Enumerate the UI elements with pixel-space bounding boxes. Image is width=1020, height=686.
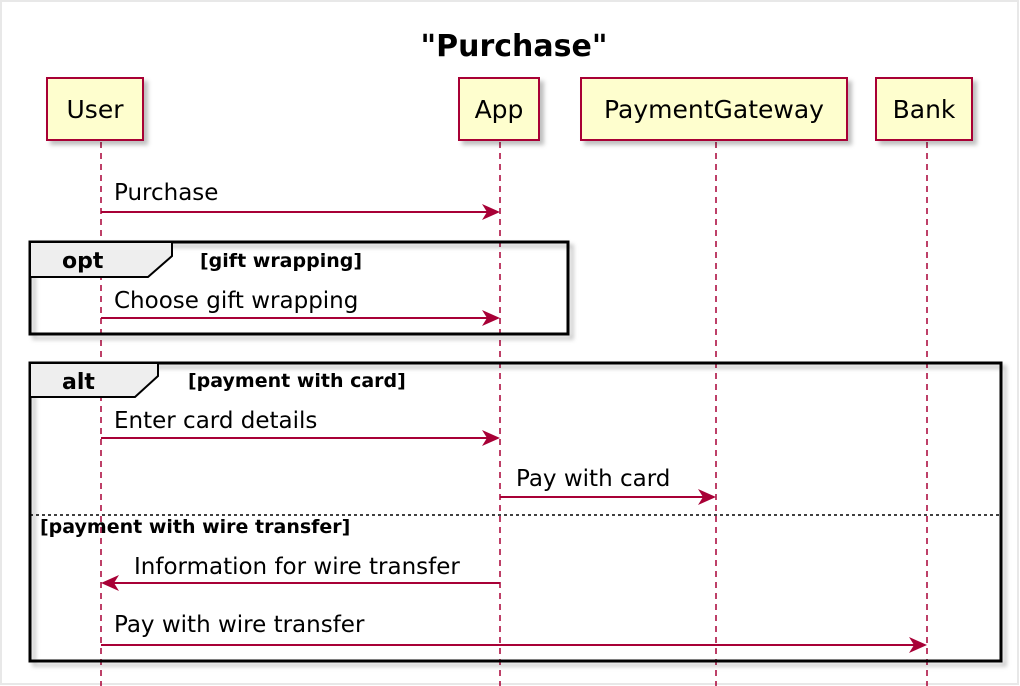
message-pay-with-card-label: Pay with card	[516, 466, 670, 492]
message-choose-gift-wrapping: Choose gift wrapping	[101, 288, 500, 326]
opt-kind-label: opt	[62, 249, 104, 274]
message-choose-gift-wrapping-label: Choose gift wrapping	[114, 288, 358, 314]
opt-fragment: opt [gift wrapping]	[28, 240, 570, 336]
participant-paymentgateway[interactable]: PaymentGateway	[580, 77, 848, 141]
alt-kind-label: alt	[62, 370, 95, 395]
participant-bank-label: Bank	[893, 95, 956, 124]
message-pay-with-wire-transfer: Pay with wire transfer	[101, 612, 927, 653]
message-enter-card-details-label: Enter card details	[114, 408, 317, 434]
participant-app[interactable]: App	[458, 77, 540, 141]
opt-condition: [gift wrapping]	[200, 250, 362, 272]
message-purchase: Purchase	[101, 180, 500, 220]
alt-else-condition: [payment with wire transfer]	[40, 516, 350, 538]
alt-fragment: alt [payment with card] [payment with wi…	[28, 361, 1003, 663]
participant-paymentgateway-label: PaymentGateway	[604, 95, 824, 124]
message-enter-card-details: Enter card details	[101, 408, 500, 446]
diagram-title: "Purchase"	[421, 29, 608, 64]
participant-user[interactable]: User	[46, 77, 144, 141]
participant-user-label: User	[67, 95, 125, 124]
message-pay-with-wire-transfer-label: Pay with wire transfer	[114, 612, 365, 638]
message-pay-with-card: Pay with card	[500, 466, 716, 505]
participant-app-label: App	[475, 95, 524, 124]
message-information-for-wire-transfer-label: Information for wire transfer	[134, 554, 460, 580]
lifelines	[100, 142, 928, 686]
alt-tab	[29, 362, 159, 398]
message-information-for-wire-transfer: Information for wire transfer	[101, 554, 500, 591]
alt-condition: [payment with card]	[188, 370, 406, 392]
message-purchase-label: Purchase	[114, 180, 218, 206]
opt-tab	[29, 241, 173, 278]
participant-bank[interactable]: Bank	[875, 77, 973, 141]
